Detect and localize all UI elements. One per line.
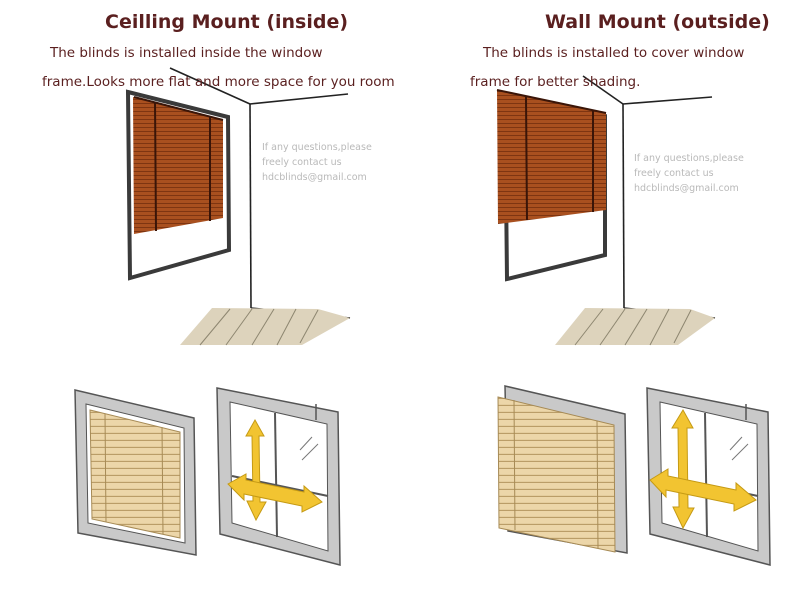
note-line: If any questions,please — [634, 153, 744, 164]
note-line: If any questions,please — [262, 142, 372, 153]
note-line: freely contact us — [634, 168, 714, 179]
frame-with-inside-blind — [74, 389, 197, 556]
outside-mount-title: Wall Mount (outside) — [545, 11, 770, 33]
inside-mount-desc-line1: The blinds is installed inside the windo… — [50, 45, 323, 61]
inside-mount-desc-line2: frame.Looks more flat and more space for… — [42, 74, 395, 90]
width-arrow — [649, 468, 757, 512]
outside-mount-desc-line1: The blinds is installed to cover window — [483, 45, 745, 61]
note-email: hdcblinds@gmail.com — [262, 172, 367, 183]
outside-mount-desc-line2: frame for better shading. — [470, 74, 641, 90]
height-arrow — [245, 418, 267, 522]
outside-mount-measure-diagram — [646, 387, 771, 566]
frame-with-outside-blind — [497, 385, 628, 554]
note-email: hdcblinds@gmail.com — [634, 183, 739, 194]
height-arrow — [671, 409, 695, 530]
room-inside-mount — [125, 67, 351, 346]
width-arrow — [227, 473, 323, 513]
outside-contact-note: If any questions,please freely contact u… — [634, 151, 744, 196]
room-outside-mount — [496, 75, 716, 346]
inside-contact-note: If any questions,please freely contact u… — [262, 140, 372, 185]
inside-mount-title: Ceilling Mount (inside) — [105, 11, 349, 33]
wood-blind — [497, 90, 606, 224]
floor-boards — [180, 308, 350, 345]
floor-boards — [555, 308, 715, 345]
inside-mount-measure-diagram — [216, 387, 341, 566]
note-line: freely contact us — [262, 157, 342, 168]
